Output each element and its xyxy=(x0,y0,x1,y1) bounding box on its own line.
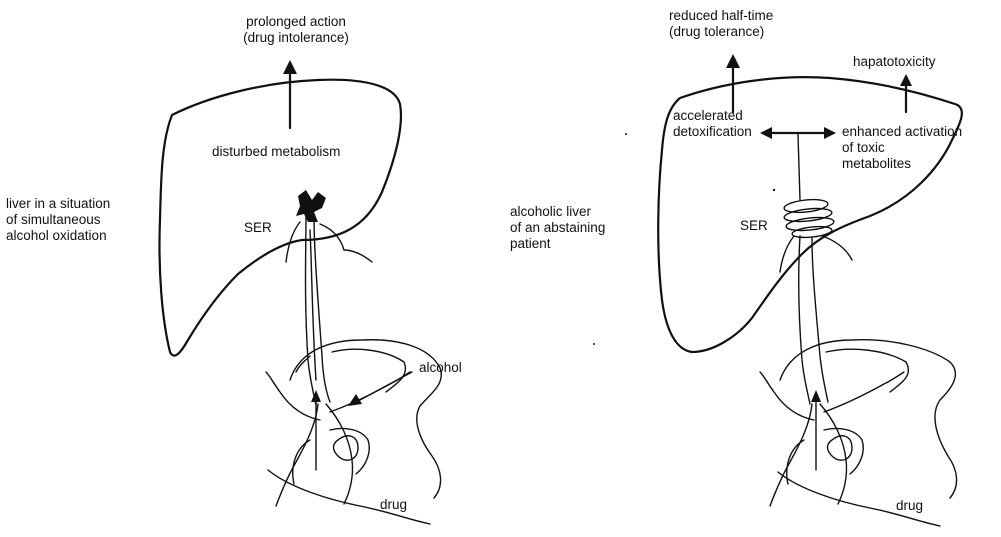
right-double-arrow-right xyxy=(824,127,836,139)
left-vessel-branch xyxy=(320,224,372,262)
right-speck xyxy=(625,133,627,135)
right-vessel-net-2 xyxy=(820,404,847,504)
right-effect-label: reduced half-time (drug tolerance) xyxy=(669,8,773,40)
right-detox-label: accelerated detoxification xyxy=(673,108,752,140)
left-vessel-net-2 xyxy=(326,404,353,504)
left-condition-label: liver in a situation of simultaneous alc… xyxy=(6,196,110,244)
right-ser-coils xyxy=(783,198,834,239)
right-tox-arrow-head xyxy=(900,74,912,86)
left-up-arrow-head xyxy=(283,60,297,74)
left-vessel-loop xyxy=(334,436,359,460)
right-toxicity-label: hapatotoxicity xyxy=(853,54,936,70)
left-alcohol-arrow-line xyxy=(360,372,412,400)
left-drug-label: drug xyxy=(380,497,407,513)
right-speck-3 xyxy=(593,343,595,345)
right-vessel-net-4 xyxy=(824,372,904,412)
left-metabolism-label: disturbed metabolism xyxy=(212,144,340,160)
right-drug-label: drug xyxy=(896,498,923,514)
left-alcohol-label: alcohol xyxy=(419,360,462,376)
right-activation-label: enhanced activation of toxic metabolites xyxy=(842,124,962,172)
left-panel-drawing xyxy=(159,60,441,524)
right-vessel-loop xyxy=(828,436,853,460)
left-liver-outline xyxy=(159,80,400,356)
right-vessel-main xyxy=(799,236,810,404)
right-drug-arrow-head xyxy=(811,390,821,402)
left-intestine-inner xyxy=(332,349,405,392)
right-up-arrow-head xyxy=(726,54,740,68)
right-stem-line xyxy=(798,134,800,200)
left-vessel-net-3 xyxy=(266,372,320,420)
right-intestine-inner xyxy=(826,349,908,392)
left-effect-label: prolonged action (drug intolerance) xyxy=(222,14,370,46)
right-condition-label: alcoholic liver of an abstaining patient xyxy=(510,204,605,252)
right-ser-label: SER xyxy=(740,218,768,234)
right-vessel-main-b xyxy=(812,238,828,402)
right-double-arrow-left xyxy=(760,127,772,139)
left-vessel-net-4 xyxy=(330,372,410,412)
right-speck-2 xyxy=(773,189,775,191)
right-vessel-branch xyxy=(822,236,852,260)
left-vessel-main-b xyxy=(314,216,330,402)
right-vessel-net-3 xyxy=(760,372,814,420)
right-intestine-outline xyxy=(780,340,957,498)
left-ser-blob xyxy=(296,190,326,222)
left-ser-label: SER xyxy=(244,220,272,236)
